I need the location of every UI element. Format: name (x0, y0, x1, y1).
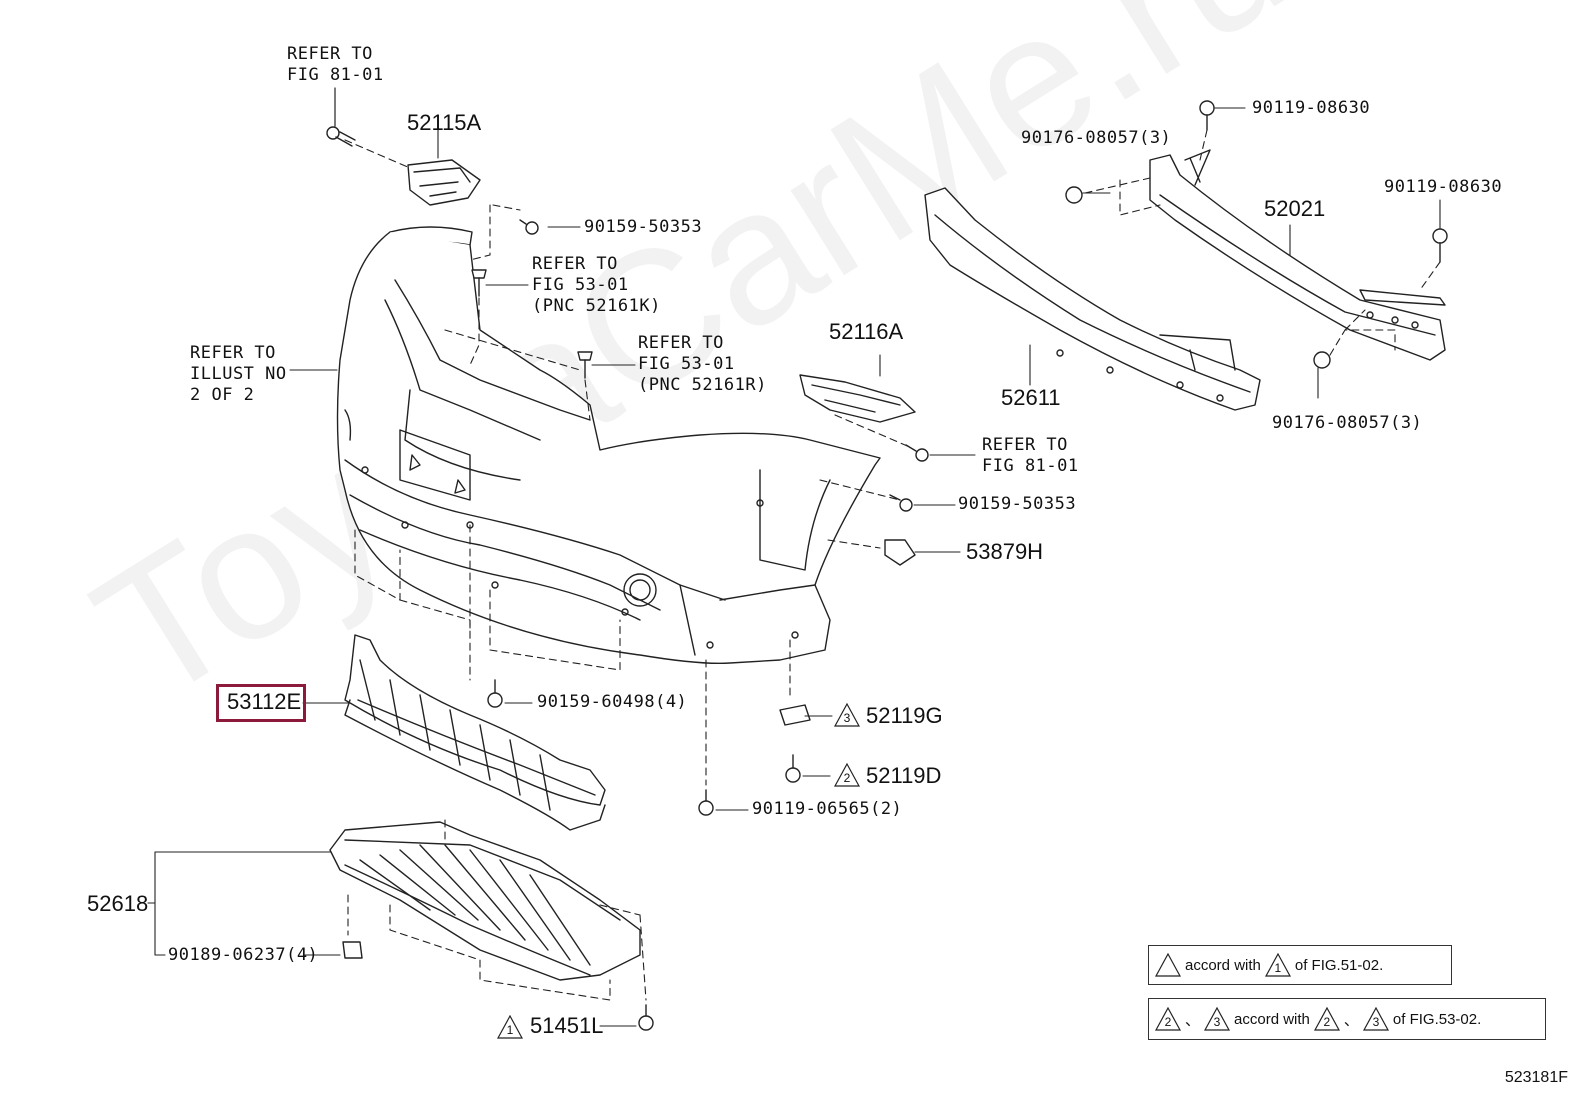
triangle-2-icon: 2 (1155, 1007, 1181, 1031)
label-refer-fig-53-01-k[interactable]: REFER TO FIG 53-01 (PNC 52161K) (532, 254, 661, 316)
label-part-90176-08057-b[interactable]: 90176-08057(3) (1272, 413, 1423, 433)
bolt-refer-81-01-shape (326, 126, 356, 147)
label-part-52116a[interactable]: 52116A (829, 319, 904, 344)
fasteners-shapes (342, 100, 1448, 1031)
bracket-52116a-shape (799, 374, 916, 423)
note-text: of FIG.53-02. (1392, 1010, 1482, 1028)
label-part-90119-08630-b[interactable]: 90119-08630 (1384, 177, 1503, 197)
triangle-2-icon: 2 (1313, 1007, 1340, 1031)
label-part-90189-06237[interactable]: 90189-06237(4) (168, 945, 319, 965)
label-part-90159-60498[interactable]: 90159-60498(4) (537, 692, 688, 712)
label-part-90159-50353-top[interactable]: 90159-50353 (584, 217, 703, 237)
triangle-1-icon: 1 (497, 1015, 523, 1043)
note-box-fig-51-02: accord with 1 of FIG.51-02. (1148, 945, 1452, 985)
undercover-52618-shape (329, 821, 641, 981)
dashed-guides (344, 129, 1441, 1001)
label-part-90159-50353-mid[interactable]: 90159-50353 (958, 494, 1077, 514)
note-box-fig-53-02: 2 、 3 accord with 2 、 3 of FIG.53-02. (1148, 998, 1546, 1040)
label-refer-fig-81-01-top[interactable]: REFER TO FIG 81-01 (287, 44, 384, 85)
label-part-52611[interactable]: 52611 (1001, 385, 1061, 410)
bumper-cover-shape (336, 226, 881, 665)
absorber-52611-shape (924, 187, 1261, 411)
leader-lines (147, 107, 1441, 1027)
triangle-2-icon: 2 (834, 763, 860, 791)
label-part-51451l[interactable]: 51451L (530, 1013, 604, 1038)
note-text: of FIG.51-02. (1294, 956, 1384, 974)
label-refer-fig-53-01-r[interactable]: REFER TO FIG 53-01 (PNC 52161R) (638, 333, 767, 395)
label-part-52618[interactable]: 52618 (87, 891, 149, 916)
highlighted-part-box: 53112E (216, 684, 306, 722)
note-separator: 、 (1185, 1011, 1201, 1029)
label-part-52115a[interactable]: 52115A (407, 110, 482, 135)
note-text: accord with (1185, 956, 1261, 974)
label-refer-fig-81-01-mid[interactable]: REFER TO FIG 81-01 (982, 435, 1079, 476)
triangle-1-icon: 1 (1264, 953, 1291, 977)
label-part-90176-08057-a[interactable]: 90176-08057(3) (1021, 128, 1172, 148)
grille-53112e-shape (344, 634, 606, 831)
label-part-53112e[interactable]: 53112E (227, 689, 302, 714)
label-part-90119-06565[interactable]: 90119-06565(2) (752, 799, 903, 819)
triangle-3-icon: 3 (1204, 1007, 1231, 1031)
triangle-blank-icon (1155, 953, 1181, 977)
triangle-3-icon: 3 (834, 703, 860, 731)
label-part-52119d[interactable]: 52119D (866, 763, 942, 788)
triangle-3-icon: 3 (1362, 1007, 1389, 1031)
label-part-53879h[interactable]: 53879H (966, 539, 1044, 564)
label-refer-illust-no-2[interactable]: REFER TO ILLUST NO 2 OF 2 (190, 343, 287, 405)
label-part-90119-08630-a[interactable]: 90119-08630 (1252, 98, 1371, 118)
note-separator: 、 (1343, 1011, 1359, 1029)
note-text: accord with (1234, 1010, 1310, 1028)
label-part-52021[interactable]: 52021 (1264, 196, 1326, 221)
bracket-52115a-shape (407, 159, 481, 206)
figure-id: 523181F (1504, 1069, 1568, 1086)
label-part-52119g[interactable]: 52119G (866, 703, 943, 728)
reinforcement-52021-shape (1149, 149, 1446, 361)
